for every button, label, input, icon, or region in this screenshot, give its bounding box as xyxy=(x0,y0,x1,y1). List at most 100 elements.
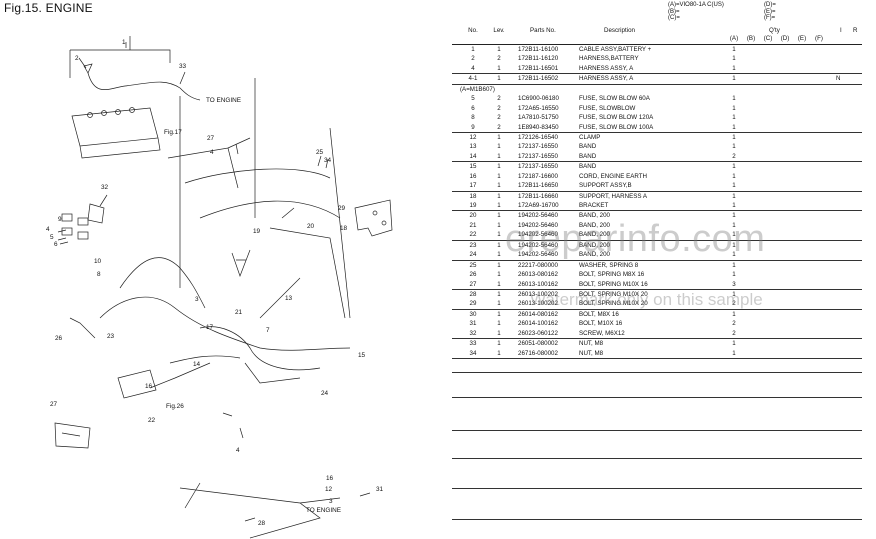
cell-qty-a: 1 xyxy=(732,75,736,83)
cell-description: NUT, M8 xyxy=(579,340,604,348)
cell-qty-a: 1 xyxy=(732,172,736,180)
watermark-main: ereparinfo.com xyxy=(505,218,766,260)
qty-col-f: (F) xyxy=(815,35,823,42)
cell-level: 2 xyxy=(497,114,501,122)
cell-level: 1 xyxy=(497,172,501,180)
cell-qty-a: 2 xyxy=(732,329,736,337)
cell-no: 26 xyxy=(469,271,477,279)
cell-no: 22 xyxy=(469,231,477,239)
cell-level: 1 xyxy=(497,192,501,200)
cell-level: 1 xyxy=(497,163,501,171)
cell-qty-a: 1 xyxy=(732,46,736,53)
serial-note: (A=M1B607) xyxy=(460,85,495,93)
cell-qty-a: 2 xyxy=(732,320,736,328)
callout-2: 2 xyxy=(75,55,79,62)
cell-description: FUSE, SLOW BLOW 100A xyxy=(579,123,654,131)
callout-6: 6 xyxy=(54,241,58,248)
cell-no: 17 xyxy=(469,182,477,190)
cell-qty-a: 1 xyxy=(732,340,736,348)
cell-level: 1 xyxy=(497,46,501,53)
legend-a: (A)=VIO80-1A C(US) xyxy=(668,2,724,8)
cell-qty-a: 1 xyxy=(732,143,736,151)
cell-qty-a: 1 xyxy=(732,163,736,171)
cell-description: FUSE, SLOW BLOW 120A xyxy=(579,114,654,122)
cell-level: 1 xyxy=(497,202,501,209)
support-bracket-shape xyxy=(354,199,393,237)
callout-18: 18 xyxy=(340,225,348,232)
cell-description: BOLT, SPRING M10X 20 xyxy=(579,300,648,308)
header-i: I xyxy=(840,27,842,34)
callout-19: 19 xyxy=(253,228,261,235)
cell-qty-a: 1 xyxy=(732,64,736,72)
parts-table-header: No. Lev. Parts No. Description Q'ty I R … xyxy=(452,24,862,45)
table-rule xyxy=(452,458,862,459)
cell-no: 32 xyxy=(469,329,477,337)
callout-34: 34 xyxy=(324,157,332,164)
cell-parts-no: 26014-100162 xyxy=(518,320,558,328)
cell-parts-no: 194202-56460 xyxy=(518,241,558,249)
cell-description: BRACKET xyxy=(579,202,609,209)
callout-20: 20 xyxy=(307,223,315,230)
cell-no: 24 xyxy=(469,251,477,259)
cell-no: 27 xyxy=(469,280,477,288)
cell-level: 1 xyxy=(497,290,501,298)
callout-4a: 4 xyxy=(210,149,214,156)
cell-qty-a: 1 xyxy=(732,182,736,190)
cell-parts-no: 172137-16550 xyxy=(518,152,558,160)
callout-3a: 3 xyxy=(195,296,199,303)
cell-parts-no: 1C6900-06180 xyxy=(518,95,559,103)
cell-qty-a: 1 xyxy=(732,55,736,63)
cell-level: 2 xyxy=(497,95,501,103)
qty-col-c: (C) xyxy=(763,35,773,42)
cell-description: WASHER, SPRING 8 xyxy=(579,261,639,269)
cell-parts-no: 22217-080000 xyxy=(518,261,558,269)
legend-d: (D)= xyxy=(764,2,776,8)
cell-no: 16 xyxy=(469,172,477,180)
callout-3b: 3 xyxy=(329,498,333,505)
cell-description: HARNESS,BATTERY xyxy=(579,55,639,63)
cell-no: 15 xyxy=(469,163,477,171)
legend-c: (C)= xyxy=(668,15,680,21)
cell-no: 20 xyxy=(469,212,477,220)
cell-no: 8 xyxy=(471,114,475,122)
cell-description: FUSE, SLOWBLOW xyxy=(579,104,636,112)
cell-no: 25 xyxy=(469,261,477,269)
header-qty: Q'ty xyxy=(769,27,780,34)
cell-level: 2 xyxy=(497,104,501,112)
cell-parts-no: 172126-16540 xyxy=(518,133,558,141)
cell-description: CABLE ASSY,BATTERY + xyxy=(579,46,652,53)
qty-col-a: (A) xyxy=(729,35,739,42)
callout-4c: 4 xyxy=(236,447,240,454)
callout-16b: 16 xyxy=(326,475,334,482)
cell-level: 1 xyxy=(497,251,501,259)
cell-no: 13 xyxy=(469,143,477,151)
cell-no: 14 xyxy=(469,152,477,160)
table-row: (A=M1B607) xyxy=(452,85,862,94)
to-engine-bottom: TO ENGINE xyxy=(306,507,341,514)
cell-no: 31 xyxy=(469,320,477,328)
cell-no: 6 xyxy=(471,104,475,112)
cell-qty-a: 1 xyxy=(732,104,736,112)
cell-no: 4-1 xyxy=(468,75,478,83)
cell-parts-no: 194202-56460 xyxy=(518,251,558,259)
qty-col-e: (E) xyxy=(797,35,807,42)
cell-qty-a: 1 xyxy=(732,202,736,209)
cell-qty-a: 2 xyxy=(732,300,736,308)
cell-no: 33 xyxy=(469,340,477,348)
cell-qty-a: 1 xyxy=(732,231,736,239)
cell-parts-no: 194202-56460 xyxy=(518,221,558,229)
cell-description: BOLT, M10X 16 xyxy=(579,320,623,328)
